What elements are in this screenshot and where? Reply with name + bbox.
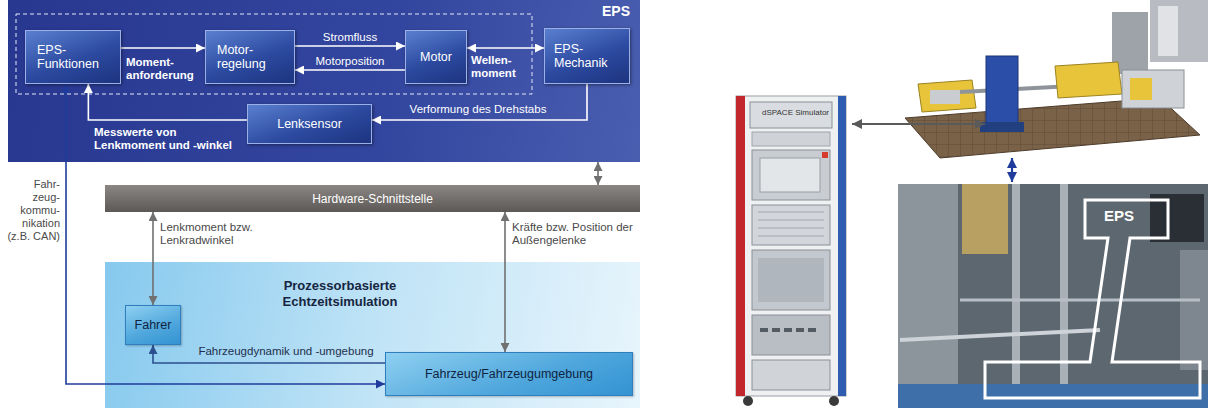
- label-holder: Wellen- moment: [471, 54, 527, 80]
- panel-heading: Prozessorbasierte Echtzeitsimulation: [255, 278, 425, 310]
- block-label: EPS- Funktionen: [37, 43, 109, 71]
- block-label: Fahrzeug/Fahrzeugumgebung: [425, 367, 593, 381]
- label-holder: EPS: [1104, 207, 1134, 224]
- edge-label: Moment- anforderung: [126, 56, 204, 82]
- label-holder: Motorposition: [297, 55, 403, 68]
- function-block: Motor- regelung: [205, 30, 295, 84]
- block-label: EPS- Mechanik: [554, 42, 620, 70]
- label-holder: Stromfluss: [297, 31, 403, 44]
- edge-label: Messwerte von Lenkmoment und -winkel: [94, 126, 244, 152]
- connector: [372, 84, 587, 120]
- block-label: Lenksensor: [277, 117, 342, 131]
- function-block: EPS- Mechanik: [544, 28, 630, 84]
- photo-label: EPS: [1104, 207, 1134, 224]
- label-holder: Fahrzeugdynamik und -umgebung: [190, 345, 382, 358]
- block-label: Motor- regelung: [217, 43, 283, 71]
- connector: [152, 212, 154, 305]
- panel-heading: EPS: [602, 3, 630, 19]
- label-holder: Lenkmoment bzw. Lenkradwinkel: [160, 221, 300, 247]
- edge-label: Fahrzeugdynamik und -umgebung: [190, 345, 382, 358]
- edge-label: Verformung des Drehstabs: [380, 103, 576, 116]
- connector: [597, 162, 599, 185]
- bench-photo: [898, 184, 1208, 408]
- sensor-block: Lenksensor: [247, 104, 372, 144]
- test-bench: [905, 0, 1208, 158]
- connector: [295, 45, 405, 47]
- edge-label: Fahr- zeug- kommu- nikation (z.B. CAN): [4, 178, 60, 243]
- block-label: Hardware-Schnittstelle: [312, 192, 433, 206]
- label-holder: Messwerte von Lenkmoment und -winkel: [94, 126, 244, 152]
- connector: [88, 84, 247, 120]
- simulator-rack: [736, 96, 846, 406]
- connector: [153, 345, 385, 363]
- edge-label: Kräfte bzw. Position der Außengelenke: [512, 221, 636, 247]
- link-arrow: [852, 123, 985, 125]
- connector: [295, 69, 405, 71]
- connector: [121, 47, 205, 49]
- function-block: Motor: [405, 30, 467, 84]
- connector: [504, 212, 506, 352]
- edge-label: Motorposition: [297, 55, 403, 68]
- interface-bar: Hardware-Schnittstelle: [105, 185, 640, 212]
- label-holder: dSPACE Simulator: [762, 108, 829, 118]
- label-holder: Moment- anforderung: [126, 56, 204, 82]
- edge-label: Stromfluss: [297, 31, 403, 44]
- simulation-panel: Prozessorbasierte EchtzeitsimulationFahr…: [105, 262, 640, 408]
- label-holder: Verformung des Drehstabs: [380, 103, 576, 116]
- label-holder: Kräfte bzw. Position der Außengelenke: [512, 221, 636, 247]
- label-holder: Fahr- zeug- kommu- nikation (z.B. CAN): [4, 178, 60, 243]
- function-block: EPS- Funktionen: [25, 30, 121, 84]
- driver-block: Fahrer: [125, 305, 181, 345]
- connector: [467, 47, 544, 49]
- rack-label: dSPACE Simulator: [762, 108, 829, 118]
- link-arrow: [1011, 158, 1013, 182]
- edge-label: Lenkmoment bzw. Lenkradwinkel: [160, 221, 300, 247]
- block-label: Motor: [420, 50, 452, 64]
- group-outline: [16, 14, 532, 94]
- edge-label: Wellen- moment: [471, 54, 527, 80]
- vehicle-block: Fahrzeug/Fahrzeugumgebung: [385, 352, 633, 396]
- connector: [66, 84, 385, 384]
- block-label: Fahrer: [135, 318, 172, 332]
